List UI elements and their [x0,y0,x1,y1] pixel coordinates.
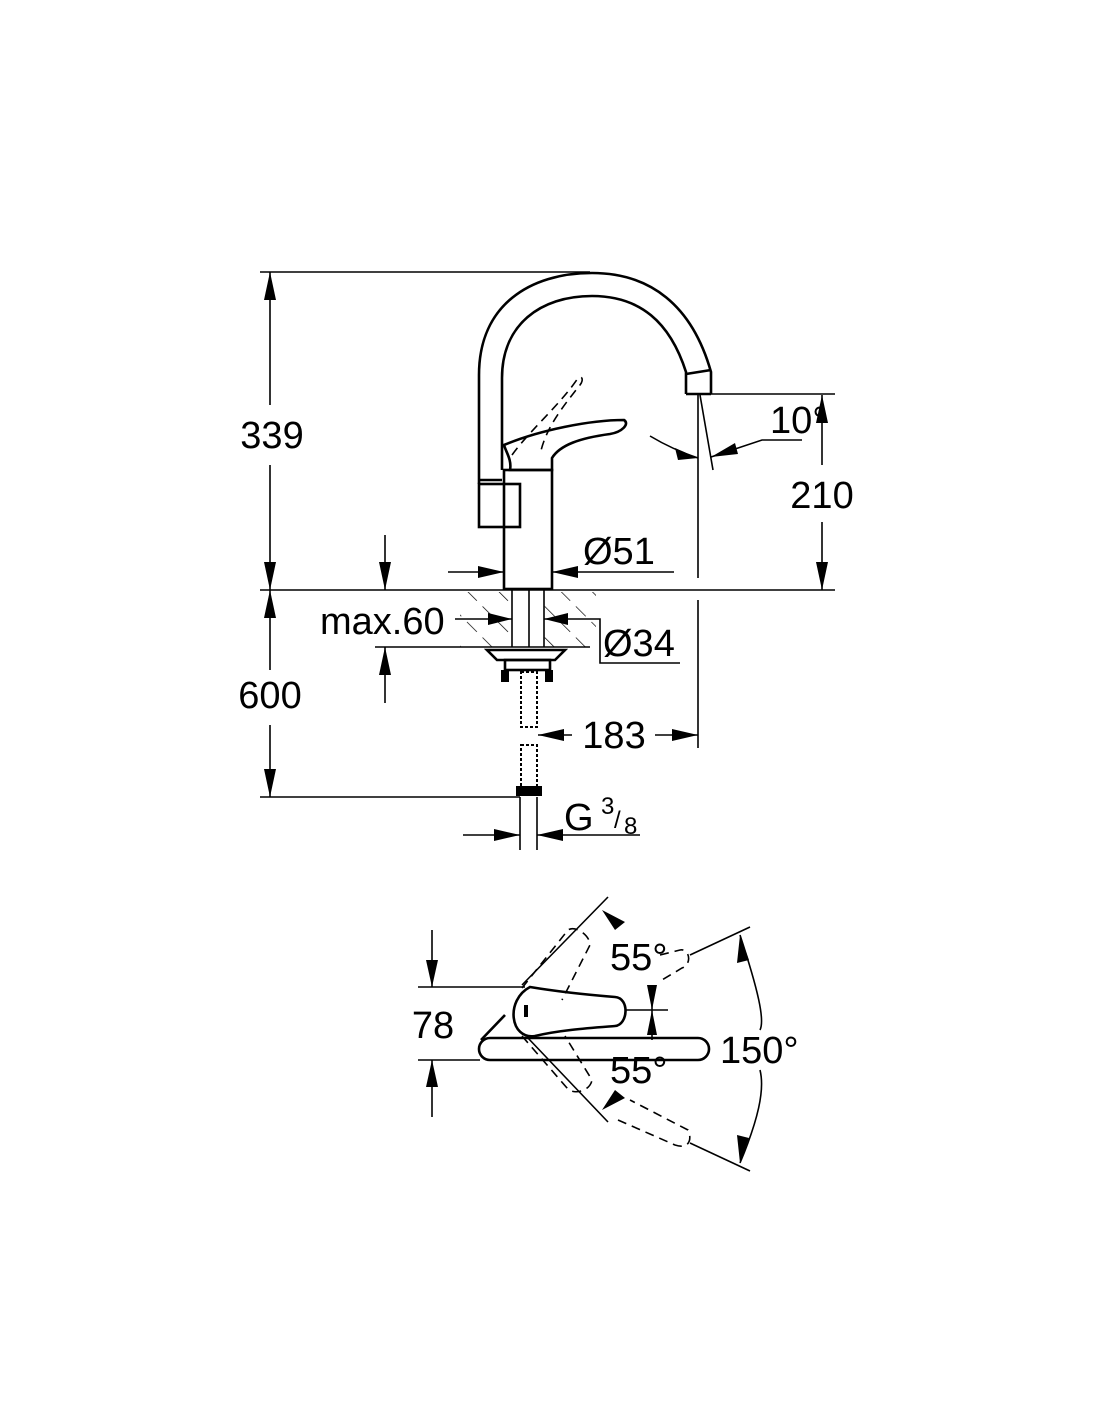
lower-rotation-label: 55° [610,1050,667,1092]
mounting-nut [483,648,569,682]
spout-reach-label: 183 [582,715,645,757]
shank-diameter-dimension: Ø34 [455,613,680,665]
upper-rotation-label: 55° [610,937,667,979]
thread-slash: / [614,807,621,834]
lever-handle [502,418,628,472]
total-rotation-label: 150° [720,1030,799,1072]
lever-right-upper-dashed [659,949,690,981]
lever-right-lower-dashed [617,1099,691,1147]
side-view: 339 600 [238,271,854,850]
counter-thickness-label: max.60 [320,601,445,643]
spout-height-210-dimension: 210 [790,395,854,590]
thread-numerator: 3 [601,793,614,820]
shank-diameter-label: Ø34 [603,623,675,665]
height-339-dimension: 339 [240,272,304,590]
lever-top-view [512,985,627,1038]
lever-left-low-dashed [521,1035,593,1093]
counter-thickness-dimension: max.60 [320,535,590,703]
lower-rotation-arrow [602,1090,625,1110]
height-339-label: 339 [240,415,303,457]
lever-raised-dashed [511,376,583,456]
faucet-body [502,468,554,591]
handle-height-dimension: 78 [412,930,525,1117]
spout-height-210-label: 210 [790,475,853,517]
body-diameter-dimension: Ø51 [448,531,674,578]
connection-thread-dimension: G 3 / 8 [463,793,640,841]
body-diameter-label: Ø51 [583,531,655,573]
total-rotation-dimension: 150° [720,934,799,1164]
spout-angle-dimension: 10° [649,393,835,578]
hose-600-label: 600 [238,675,301,717]
supply-hose [516,671,542,850]
upper-rotation-arrow [602,910,625,930]
spout-reach-dimension: 183 [538,600,699,757]
thread-g-label: G [564,797,594,839]
base-plate [477,1036,711,1062]
thread-denominator: 8 [624,813,637,840]
aerator-block [477,482,522,529]
spout [477,271,713,529]
lever-left-dashed [521,927,591,1001]
hose-600-dimension: 600 [238,590,302,797]
top-view: 78 55° 55° 150° [412,896,799,1172]
handle-height-label: 78 [412,1005,454,1047]
